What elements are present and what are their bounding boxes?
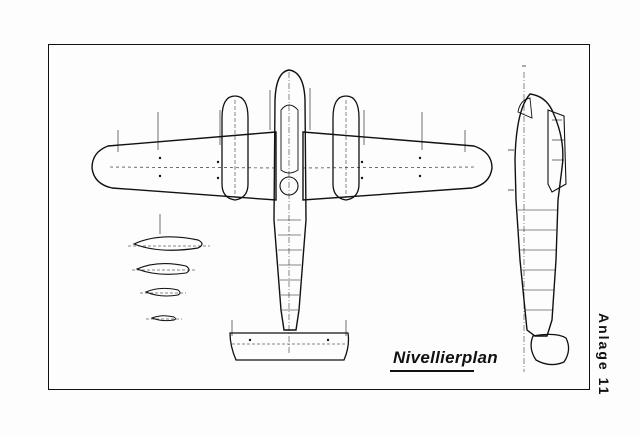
side-view bbox=[508, 65, 570, 372]
title-underline bbox=[390, 370, 474, 372]
sheet-border bbox=[48, 44, 590, 390]
rib-sections bbox=[128, 214, 210, 322]
nose-side-view bbox=[517, 97, 533, 119]
wing-right bbox=[302, 131, 493, 201]
rib-profile-2 bbox=[135, 263, 190, 275]
rib-profile-1 bbox=[132, 236, 203, 251]
annex-label: Anlage 11 bbox=[596, 313, 612, 397]
side-view-frames bbox=[518, 209, 557, 311]
fuselage-side-view bbox=[514, 93, 564, 337]
tailplane-top-view bbox=[229, 332, 350, 361]
rudder-side-view bbox=[530, 333, 570, 366]
station-dots bbox=[158, 156, 422, 342]
cockpit-canopy bbox=[280, 104, 299, 174]
fuselage-top-view bbox=[273, 69, 307, 331]
fuselage-frames bbox=[277, 219, 302, 311]
rib-profile-4 bbox=[150, 315, 176, 322]
rib-profile-3 bbox=[144, 287, 181, 297]
wing-left bbox=[91, 131, 277, 201]
nacelle-right bbox=[332, 95, 360, 201]
top-view bbox=[91, 69, 493, 361]
station-markers bbox=[117, 88, 466, 336]
canopy-side-view bbox=[547, 109, 567, 193]
drawing-title: Nivellierplan bbox=[393, 348, 498, 367]
wing-left-datum bbox=[109, 166, 277, 169]
nacelle-left bbox=[221, 95, 249, 201]
wing-right-datum bbox=[302, 166, 475, 169]
